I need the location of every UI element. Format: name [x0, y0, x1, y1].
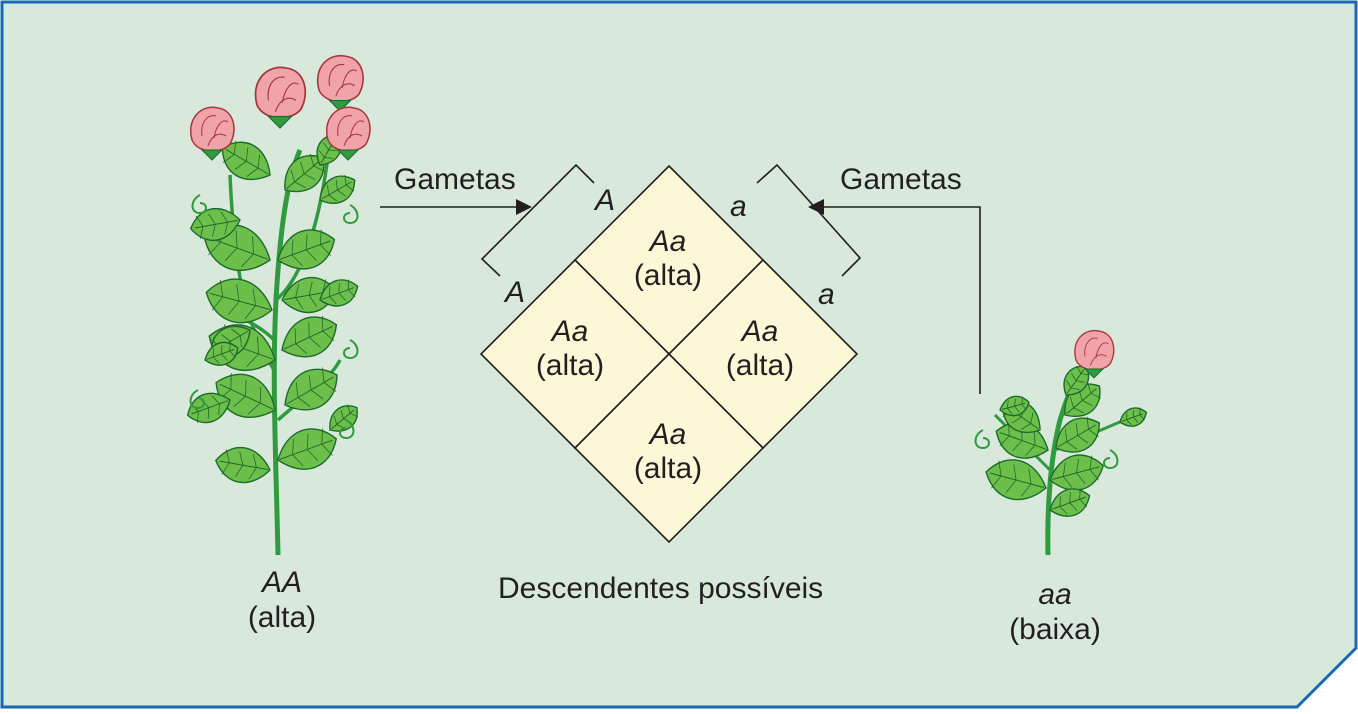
- cell-genotype: Aa: [551, 315, 589, 348]
- left-gametes-label: Gametas: [394, 163, 516, 196]
- right-plant-phenotype: (baixa): [1009, 613, 1101, 646]
- left-gamete-arrowhead: [516, 199, 532, 215]
- leaf-icon: [319, 174, 356, 204]
- leaf-icon: [319, 279, 359, 307]
- left-plant-label: AA (alta): [222, 568, 342, 633]
- cell-phenotype: (alta): [725, 349, 795, 382]
- tall-plant-tendrils: [189, 194, 359, 440]
- leaf-icon: [1049, 488, 1091, 517]
- right-gamete-arrowhead: [808, 199, 824, 215]
- cell-phenotype: (alta): [633, 259, 703, 292]
- gamete-arrows: [380, 163, 981, 394]
- punnett-square: [479, 164, 859, 544]
- leaf-icon: [277, 428, 338, 470]
- leaf-icon: [215, 446, 271, 484]
- right-gamete-top-allele: a: [730, 190, 747, 223]
- cell-genotype: Aa: [741, 315, 779, 348]
- punnett-caption: Descendentes possíveis: [498, 572, 824, 605]
- tall-plant-flowers: [189, 54, 371, 161]
- flower-icon: [1074, 329, 1115, 379]
- leaf-icon: [1055, 416, 1101, 453]
- right-plant-genotype: aa: [1038, 578, 1072, 611]
- leaf-icon: [999, 395, 1030, 417]
- cell-phenotype: (alta): [535, 349, 605, 382]
- tall-plant-leaves: [186, 133, 359, 484]
- leaf-icon: [1119, 407, 1148, 427]
- right-bracket-lines: [756, 163, 862, 277]
- short-plant-flowers: [1074, 329, 1115, 379]
- punnett-cell-right: Aa (alta): [700, 317, 820, 381]
- punnett-cell-bottom: Aa (alta): [608, 420, 728, 484]
- right-gametes-label: Gametas: [840, 163, 962, 196]
- left-plant-phenotype: (alta): [247, 601, 317, 634]
- tall-pea-plant-icon: [186, 54, 371, 556]
- leaf-icon: [186, 392, 231, 424]
- left-gamete-bottom-allele: A: [505, 276, 526, 309]
- flower-icon: [325, 106, 371, 161]
- leaf-icon: [329, 404, 359, 432]
- leaf-icon: [284, 367, 338, 411]
- leaf-icon: [204, 341, 239, 366]
- leaf-icon: [985, 459, 1047, 501]
- punnett-cell-bottom-shape: [573, 352, 765, 544]
- cell-genotype: Aa: [649, 418, 687, 451]
- right-gamete-arrow-line: [818, 206, 981, 394]
- left-gamete-top-allele: A: [595, 184, 616, 217]
- cell-phenotype: (alta): [633, 452, 703, 485]
- flower-icon: [316, 54, 364, 112]
- short-pea-plant-icon: [974, 329, 1148, 556]
- cell-genotype: Aa: [649, 225, 687, 258]
- leaf-icon: [277, 229, 336, 270]
- leaf-icon: [281, 315, 338, 358]
- leaf-icon: [189, 207, 241, 242]
- right-gamete-bottom-allele: a: [818, 278, 835, 311]
- leaf-icon: [284, 153, 326, 193]
- left-plant-genotype: AA: [261, 566, 303, 599]
- punnett-cell-left: Aa (alta): [510, 317, 630, 381]
- punnett-cell-top: Aa (alta): [608, 227, 728, 291]
- leaf-icon: [215, 373, 276, 419]
- leaf-icon: [205, 278, 273, 324]
- flower-icon: [254, 66, 307, 129]
- left-bracket-lines: [480, 163, 595, 277]
- right-plant-label: aa (baixa): [990, 580, 1120, 645]
- short-plant-tendrils: [974, 429, 1119, 470]
- flower-icon: [189, 106, 235, 161]
- short-plant-leaves: [985, 365, 1148, 517]
- leaf-icon: [221, 140, 271, 181]
